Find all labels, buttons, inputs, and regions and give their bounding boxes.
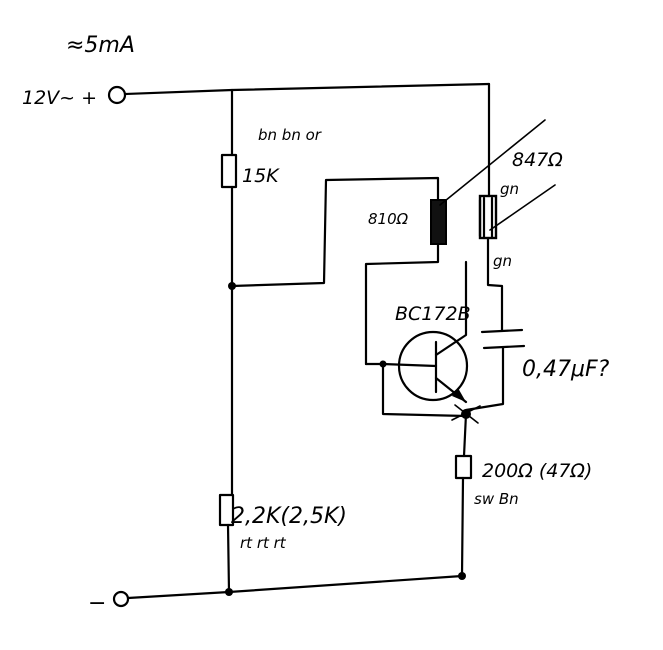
r-bottom-value: 2,2K(2,5K) bbox=[231, 504, 347, 529]
capacitor-label: 0,47μF? bbox=[522, 357, 610, 382]
r-top-color-code: bn bn or bbox=[258, 126, 322, 144]
r-right-value: 847Ω bbox=[512, 149, 563, 171]
supply-positive-label: 12V~ + bbox=[22, 87, 97, 109]
transistor-label: BC172B bbox=[395, 303, 471, 325]
top-rail-wire bbox=[107, 82, 491, 105]
left-voltage-divider bbox=[218, 88, 238, 596]
resistor-15k bbox=[220, 153, 238, 189]
transistor-bc172b bbox=[364, 260, 469, 418]
coil-847-ohm bbox=[478, 82, 504, 332]
capacitor bbox=[464, 328, 526, 412]
coil-810-ohm bbox=[364, 199, 447, 366]
current-label: ≈5mA bbox=[66, 33, 135, 58]
positive-terminal bbox=[107, 85, 127, 105]
r-emitter-color-code: sw Bn bbox=[474, 490, 519, 508]
bottom-rail-wire bbox=[112, 574, 464, 608]
r-mid-value: 810Ω bbox=[368, 210, 409, 228]
coil-indicator-lines bbox=[439, 119, 556, 231]
r-top-value: 15K bbox=[242, 165, 280, 187]
bias-wire bbox=[230, 176, 440, 288]
negative-terminal bbox=[112, 590, 130, 608]
supply-negative-label: − bbox=[88, 591, 106, 616]
r-right-color-b: gn bbox=[493, 252, 512, 270]
resistor-200-ohm bbox=[454, 454, 473, 480]
r-emitter-value: 200Ω (47Ω) bbox=[482, 460, 592, 482]
emitter-resistor bbox=[451, 404, 481, 580]
resistor-2k2 bbox=[218, 493, 235, 527]
r-right-color-a: gn bbox=[500, 180, 519, 198]
r-bottom-color-code: rt rt rt bbox=[240, 534, 287, 552]
